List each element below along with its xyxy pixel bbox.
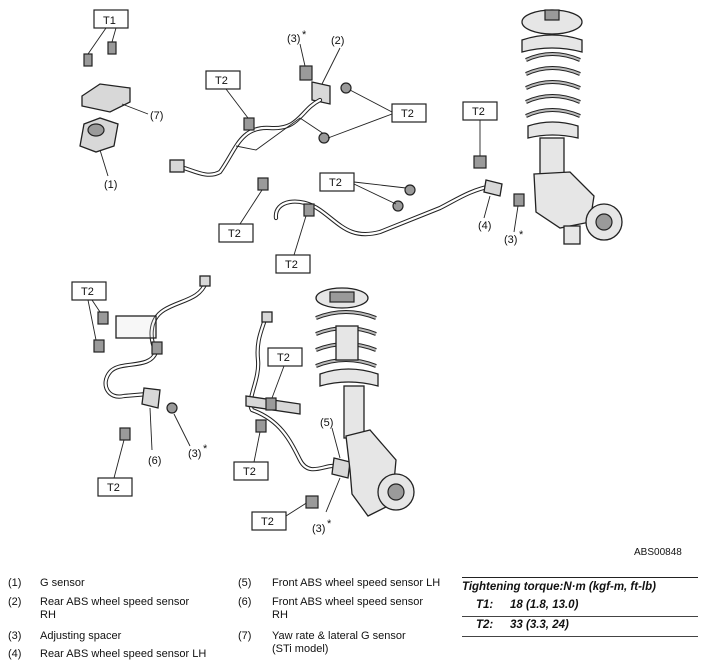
yaw-rate-sensor: [81, 83, 131, 113]
rear-sensor-harness: (3) * (2) T2 T2 T2 T2: [169, 29, 525, 274]
torque-tag-t2-j: T2: [243, 466, 256, 478]
bracket-icon: [115, 315, 157, 339]
asterisk: *: [519, 229, 524, 241]
front-lh-sensor: [331, 457, 351, 479]
asterisk: *: [327, 518, 332, 530]
callout-2: (2): [331, 35, 344, 47]
rear-rh-sensor: [311, 81, 331, 105]
callout-1: (1): [104, 179, 117, 191]
torque-tag-t2-a: T2: [215, 75, 228, 87]
torque-tag-t2-h: T2: [107, 482, 120, 494]
g-sensor-assembly: T1 (7) (1): [79, 9, 163, 191]
torque-tag-t2-c: T2: [228, 228, 241, 240]
spacer-icon: [299, 65, 313, 81]
torque-tag-t2-e: T2: [285, 259, 298, 271]
callout-3-top: (3): [287, 33, 300, 45]
connector-icon: [169, 159, 185, 173]
bolt-icon: [107, 41, 117, 55]
callout-3-bottom: (3): [312, 523, 325, 535]
exploded-parts-diagram: T1 (7) (1) (3) * (2) T2: [71, 9, 623, 535]
torque-tag-t2-f: T2: [472, 106, 485, 118]
asterisk: *: [302, 29, 307, 41]
torque-tag-t1-box: [93, 9, 129, 29]
legend-column-2: (5) Front ABS wheel speed sensor LH (6) …: [238, 577, 441, 655]
torque-row-t1: T1: 18 (1.8, 13.0): [462, 597, 698, 617]
asterisk: *: [203, 443, 208, 455]
front-rh-sensor-assembly: T2 (6) (3) * T2: [71, 275, 211, 497]
rear-strut-assembly: [521, 9, 623, 245]
torque-tag-t2-b: T2: [401, 108, 414, 120]
legend-column-1: (1) G sensor (2) Rear ABS wheel speed se…: [8, 577, 207, 660]
callout-4: (4): [478, 220, 491, 232]
callout-7: (7): [150, 110, 163, 122]
rear-knuckle: [533, 171, 595, 229]
torque-table: Tightening torque:N·m (kgf-m, ft-lb) T1:…: [462, 577, 698, 637]
front-rh-sensor: [141, 387, 161, 409]
callout-3-left: (3): [188, 448, 201, 460]
torque-tag-t2-k: T2: [261, 516, 274, 528]
front-lh-sensor-assembly: T2 (5) T2 T2 (3) *: [233, 287, 415, 535]
callout-6: (6): [148, 455, 161, 467]
callout-5: (5): [320, 417, 333, 429]
torque-tag-t2-i: T2: [277, 352, 290, 364]
torque-tag-t1: T1: [103, 15, 116, 27]
callout-3-right: (3): [504, 234, 517, 246]
torque-row-t2: T2: 33 (3.3, 24): [462, 617, 698, 637]
bolt-icon: [83, 53, 93, 67]
figure-code: ABS00848: [634, 547, 682, 558]
torque-tag-t2-g: T2: [81, 286, 94, 298]
torque-tag-t2-d: T2: [329, 177, 342, 189]
torque-title: Tightening torque:N·m (kgf-m, ft-lb): [462, 577, 698, 597]
rear-lh-sensor: [483, 179, 503, 197]
